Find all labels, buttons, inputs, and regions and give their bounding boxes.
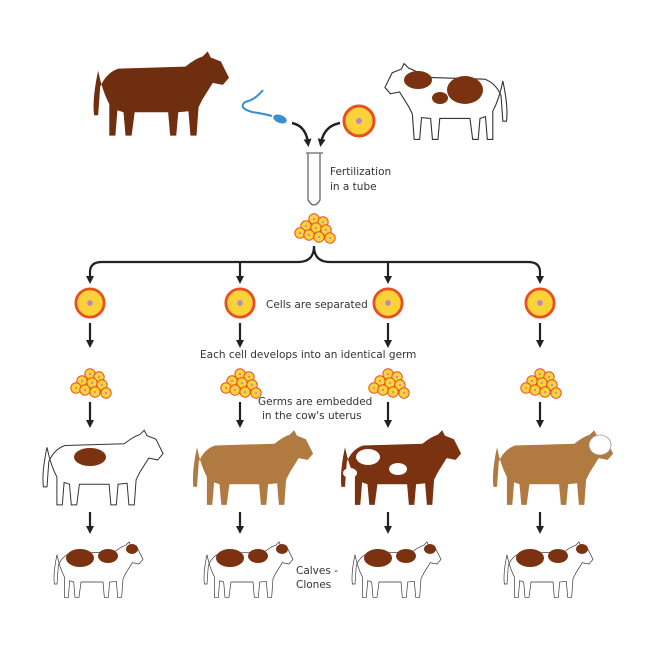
column-2: [192, 287, 314, 598]
cells-separated-label: Cells are separated: [266, 299, 368, 311]
test-tube-icon: [306, 152, 323, 206]
germ-cluster-icon: [221, 369, 261, 398]
separated-cell-icon: [372, 287, 404, 319]
fertilization-label: Fertilization: [330, 166, 391, 178]
germ-cluster-icon: [369, 369, 409, 398]
surrogate-cow-spotted-brown-cow: [340, 430, 462, 505]
bull-illustration: [93, 51, 229, 136]
germ-cluster-icon: [71, 369, 111, 398]
surrogate-cow-tan-cow-white-head: [492, 430, 614, 505]
calf-clone: [351, 541, 442, 598]
clone-columns: [42, 287, 614, 598]
fertilization-label-2: in a tube: [330, 181, 377, 193]
sperm-icon: [241, 89, 287, 124]
column-1: [42, 287, 164, 598]
separated-cell-icon: [524, 287, 556, 319]
germ-cluster-icon: [521, 369, 561, 398]
donor-cow-illustration: [384, 63, 508, 141]
branch-arrows: [86, 245, 544, 284]
germs-label-2: in the cow's uterus: [262, 410, 362, 422]
column-3: [340, 287, 462, 598]
calf-clone: [53, 541, 144, 598]
column-4: [492, 287, 614, 598]
calves-label-2: Clones: [296, 579, 331, 591]
calf-clone: [503, 541, 594, 598]
separated-cell-icon: [224, 287, 256, 319]
separated-cell-icon: [74, 287, 106, 319]
embryo-cluster-icon: [295, 214, 335, 243]
surrogate-cow-white-cow-with-spot: [42, 429, 164, 506]
egg-cell-icon: [342, 104, 376, 138]
each-cell-label: Each cell develops into an identical ger…: [200, 349, 416, 361]
germs-label: Germs are embedded: [258, 396, 372, 408]
surrogate-cow-tan-cow: [192, 430, 314, 505]
calves-label: Calves -: [296, 565, 338, 577]
calf-clone: [203, 541, 294, 598]
